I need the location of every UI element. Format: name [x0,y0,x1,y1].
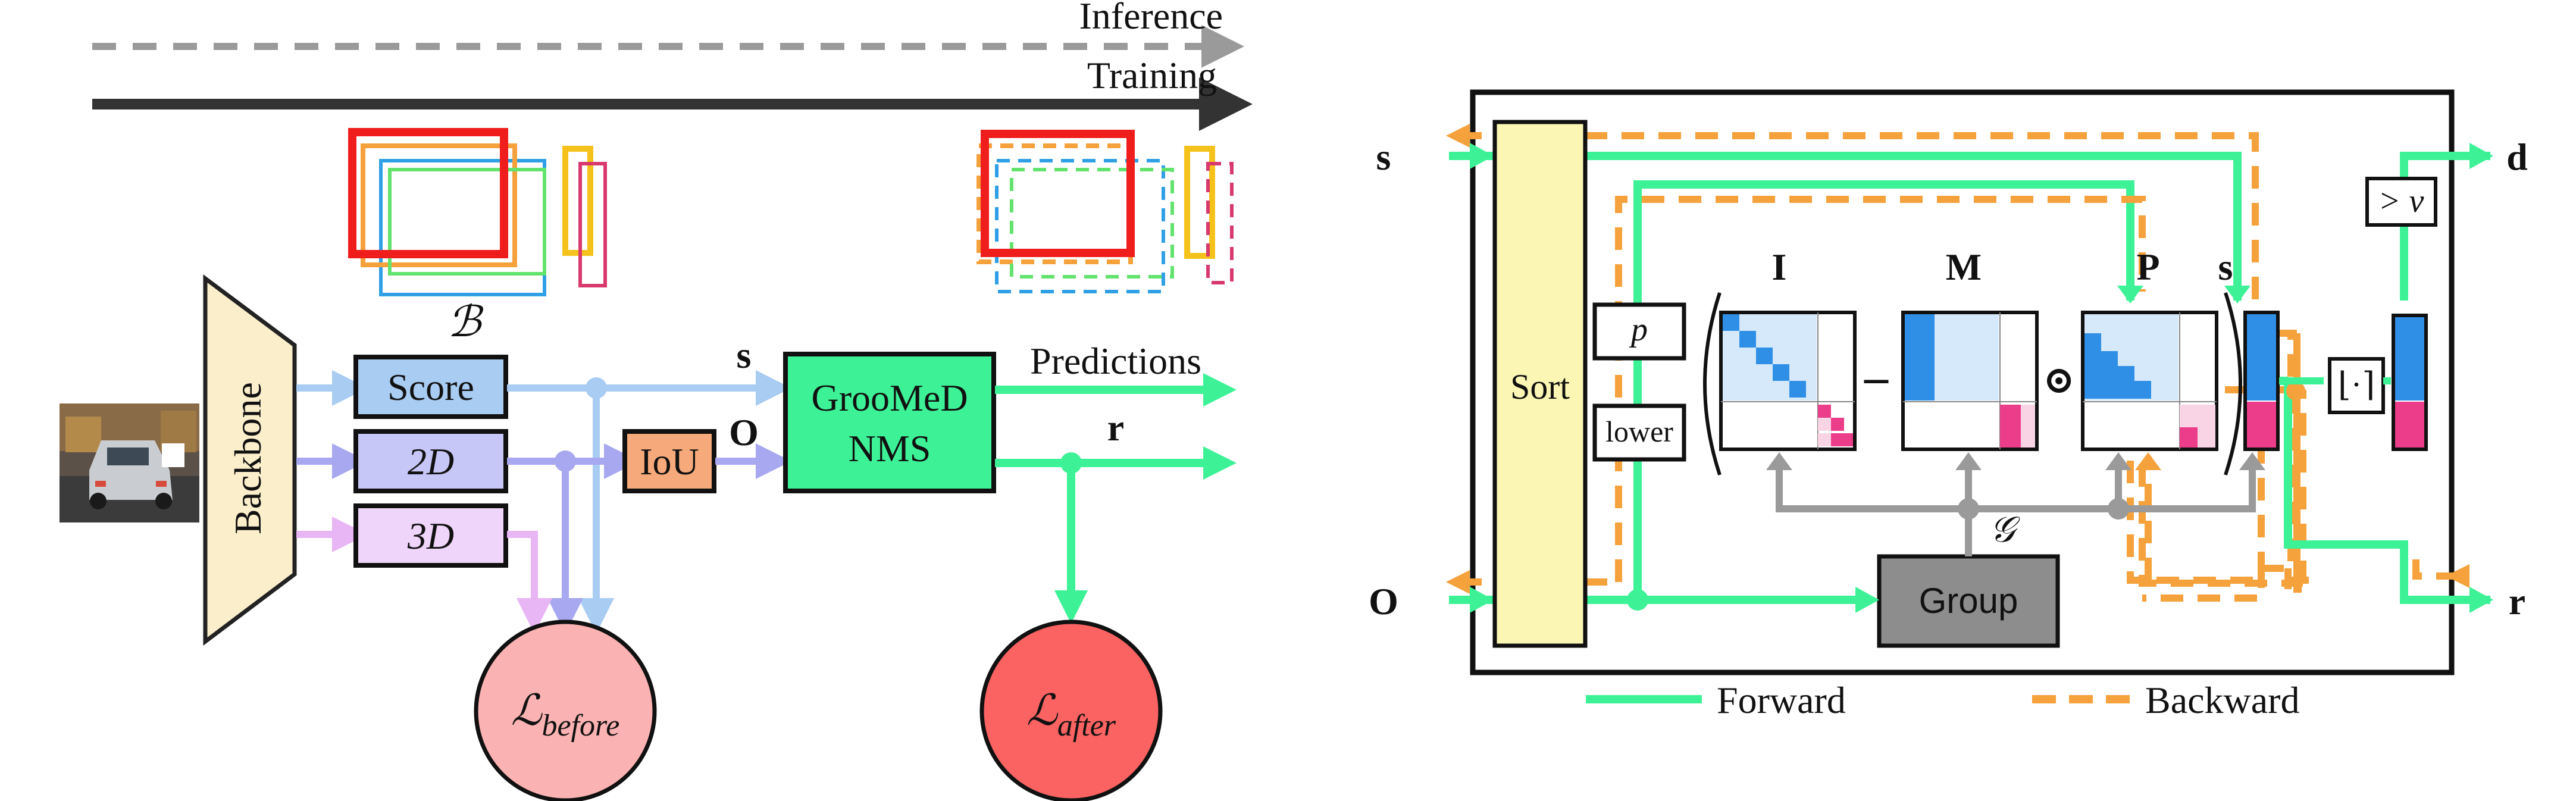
group-distribution [1776,464,2256,556]
proposal-boxes [348,128,607,296]
loss-before-main: ℒ [511,687,543,734]
score-vector-label: s [2218,246,2233,288]
group-arrow-i [1766,452,1792,470]
loss-before-label: ℒbefore [511,687,620,743]
left-pipeline: Inference Training ℬ [60,0,1253,801]
lower-box [1592,403,1686,462]
score-head-label: Score [387,366,474,408]
group-junction-2 [2108,498,2129,520]
s-label: s [737,334,752,376]
matrix-p-label: P [2136,246,2159,288]
s-into-p-arrowhead [2117,286,2143,303]
groomed-nms-detail: s O d r Sort p lower I M P s [1369,89,2528,721]
threshold-label: > v [2378,183,2424,220]
sort-label: Sort [1510,367,1570,406]
p-label: p [1629,311,1648,348]
o-junction [1627,589,1648,611]
matrix-p [2081,311,2218,451]
loss-after-label: ℒafter [1026,687,1116,743]
o-input-arrowhead [1470,587,1494,613]
s-input-label: s [1376,136,1391,178]
3d-head-label: 3D [407,515,454,557]
s-input-arrowhead [1470,143,1494,169]
loss-after-sub: after [1057,709,1116,743]
right-paren [2224,292,2242,475]
loss-before-circle [474,619,657,801]
r-label: r [1107,406,1124,449]
iou-box [622,429,716,493]
inference-label: Inference [1079,0,1223,37]
group-arrow-p [2105,452,2131,470]
group-symbol: 𝒢 [1990,510,2021,549]
o-input-label: O [1369,580,1398,622]
group-junction-1 [1958,498,1979,520]
groomed-nms-box [783,352,996,493]
r-output-arrowhead [2469,587,2493,613]
group-arrow-m [1955,452,1982,470]
backbone-label: Backbone [227,382,269,534]
matrix-m [1901,311,2039,451]
p-box [1592,302,1686,361]
threshold-box [2365,177,2437,227]
2d-head-box [353,429,508,493]
groomed-nms-line1: GrooMeD [811,377,968,419]
sort-block [1492,120,1588,648]
iou-label: IoU [640,440,699,483]
training-label: Training [1087,54,1217,96]
minus-operator: – [1864,351,1889,403]
legend-backward-label: Backward [2145,679,2299,721]
left-paren [1703,292,1721,475]
group-label: Group [1919,581,2018,621]
score-vector [2243,311,2280,451]
floor-label: ⌊·⌉ [2338,367,2375,403]
floor-box [2328,357,2385,414]
detail-frame [1470,89,2455,675]
matrix-m-label: M [1946,246,1982,288]
d-output-arrowhead [2469,143,2493,169]
box-set-label: ℬ [447,298,484,346]
predictions-label: Predictions [1030,340,1201,382]
matrix-i-label: I [1772,246,1787,288]
matrix-i [1719,311,1857,451]
score-head-box [353,355,508,419]
o-backward-arrowhead [1446,570,1470,594]
loss-after-main: ℒ [1026,687,1059,734]
backbone-block [203,274,297,646]
o-to-group-arrowhead [1855,587,1879,613]
nms-output-boxes [976,130,1234,293]
loss-before-sub: before [542,709,619,743]
r-output-label: r [2509,580,2525,622]
s-into-vec-arrowhead [2224,286,2251,303]
3d-to-loss-arrow [507,531,552,634]
legend-forward-label: Forward [1717,679,1846,721]
backward-arrow-p [2135,452,2161,470]
r-backward-arrowhead [2446,564,2469,588]
backward-junction [2286,381,2305,400]
input-image [60,403,199,522]
output-vector [2392,314,2428,451]
odot-operator: ⊙ [2043,359,2075,401]
lower-label: lower [1605,415,1673,448]
s-backward-arrowhead [1446,124,1470,148]
groomed-nms-line2: NMS [849,427,931,470]
loss-after-circle [979,619,1163,801]
3d-head-box [353,503,508,568]
group-arrow-s [2239,452,2265,470]
d-output-label: d [2506,136,2528,178]
o-label: O [729,411,759,453]
2d-head-label: 2D [408,440,454,483]
